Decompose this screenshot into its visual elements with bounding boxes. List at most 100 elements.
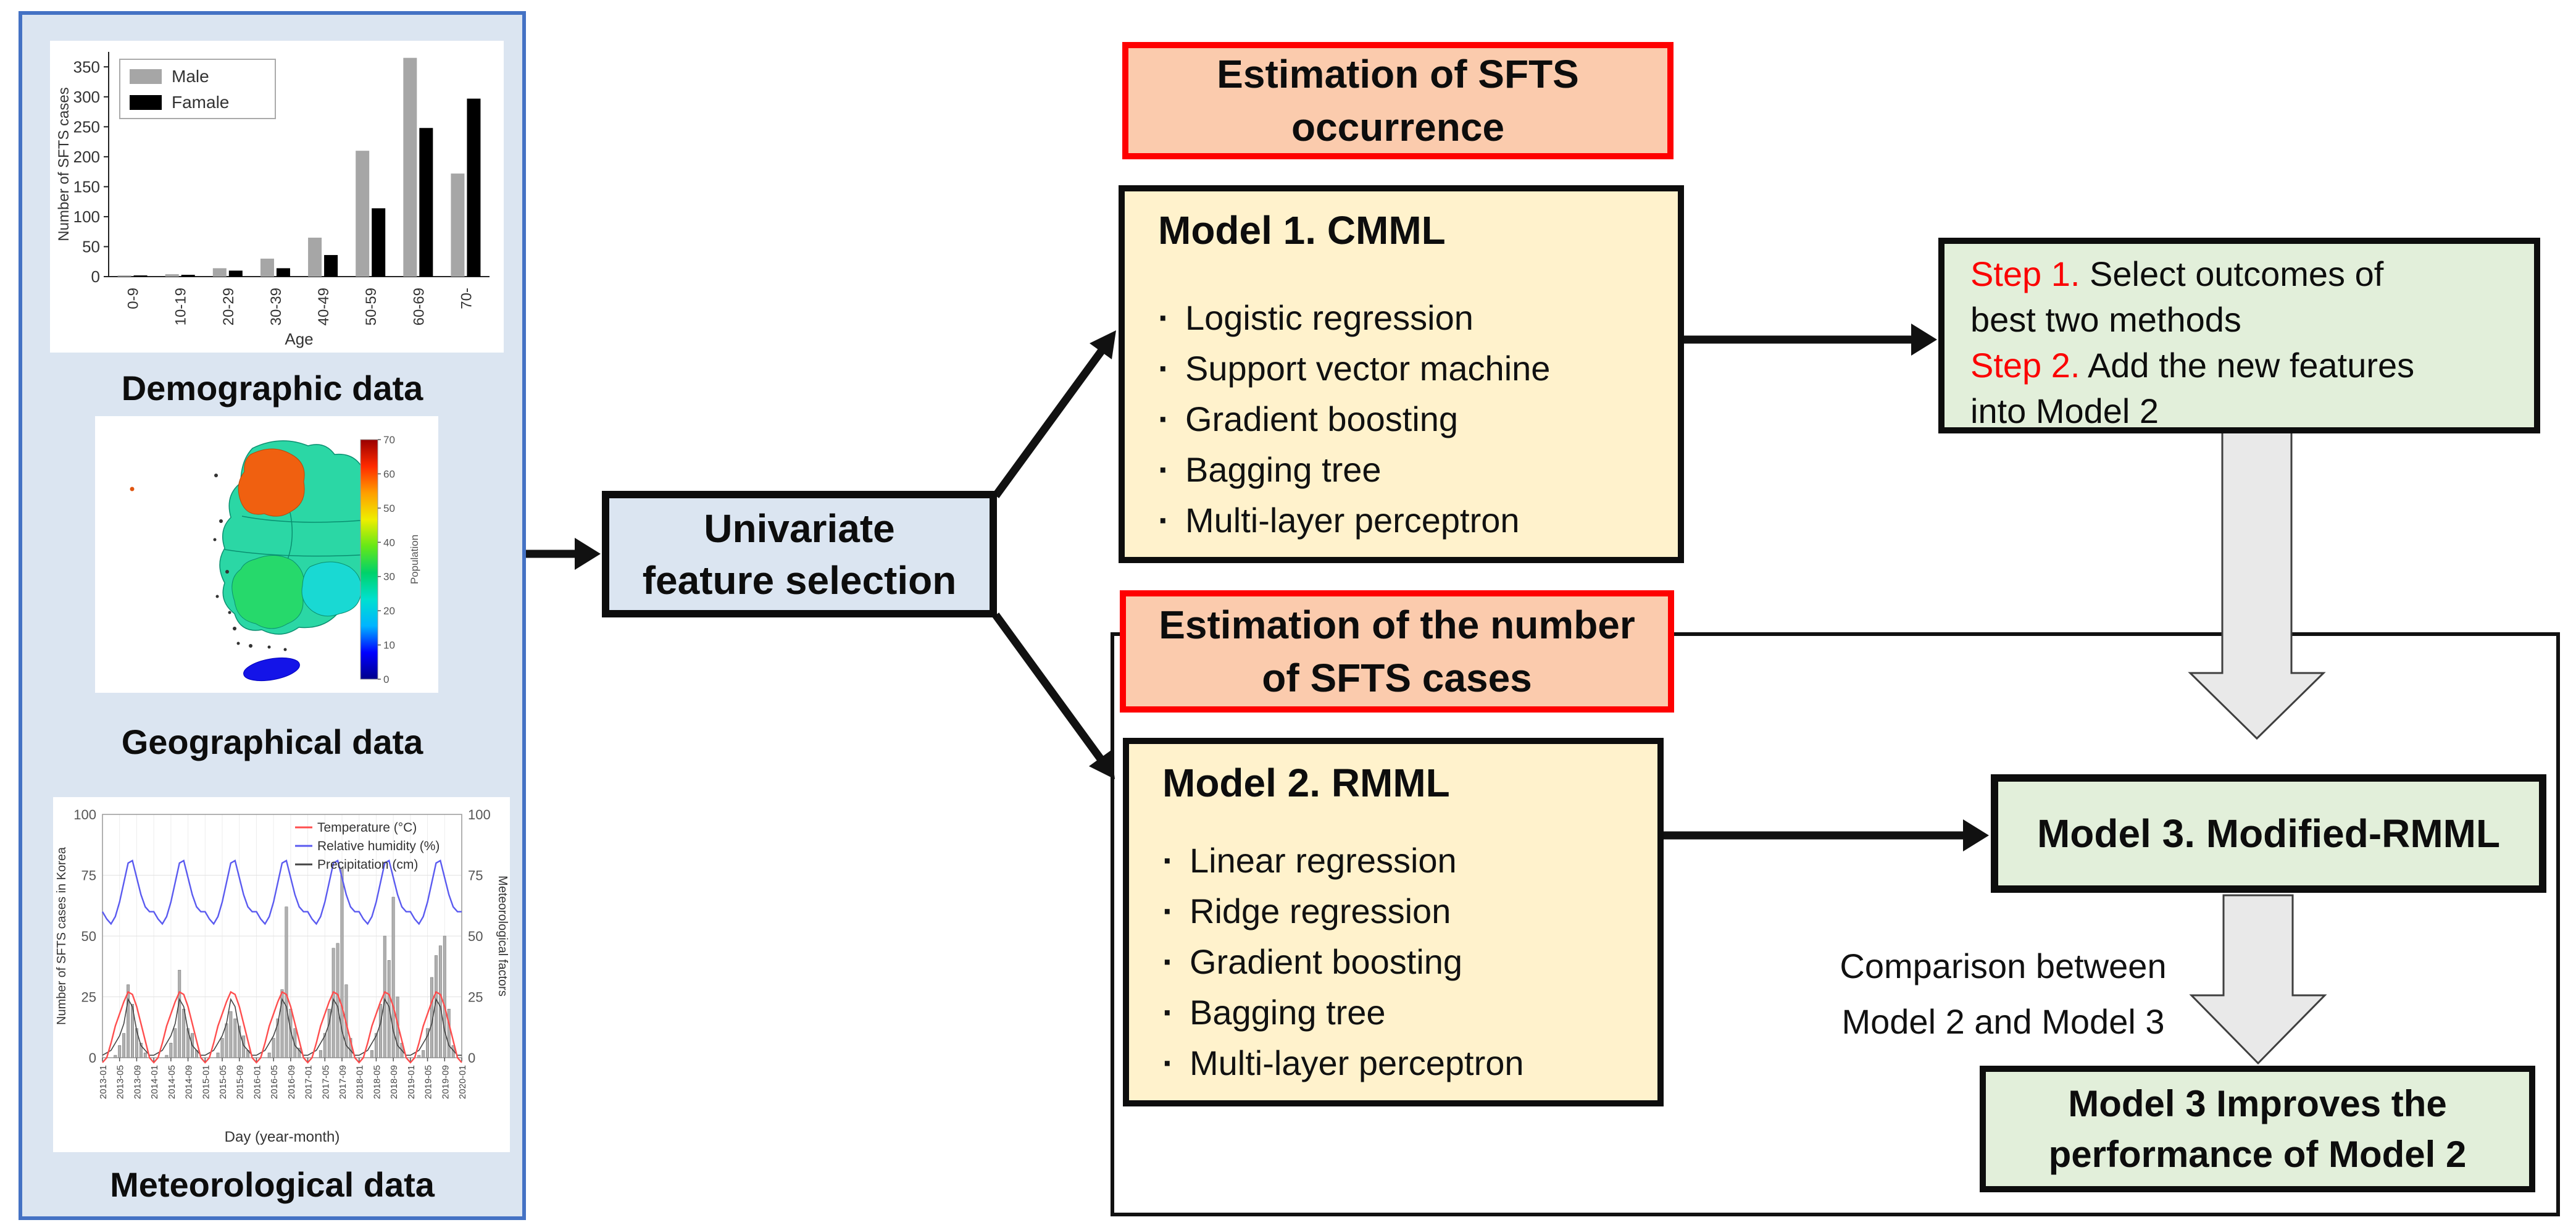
model2-item-label: Linear regression	[1190, 841, 1457, 880]
svg-text:2014-01: 2014-01	[149, 1065, 160, 1099]
svg-text:300: 300	[73, 88, 100, 106]
svg-text:350: 350	[73, 57, 100, 76]
header-cases-line2: of SFTS cases	[1262, 656, 1532, 700]
svg-text:2014-05: 2014-05	[167, 1065, 177, 1099]
svg-text:Population: Population	[409, 535, 420, 584]
svg-text:25: 25	[468, 990, 483, 1005]
svg-text:10-19: 10-19	[173, 288, 190, 325]
model2-title: Model 2. RMML	[1162, 761, 1450, 805]
model1-item: Multi-layer perceptron	[1158, 495, 1678, 546]
step-instructions-box: Step 1. Select outcomes of best two meth…	[1938, 238, 2540, 433]
step1-text2: best two methods	[1970, 300, 2241, 339]
model2-item-label: Ridge regression	[1190, 892, 1451, 930]
svg-text:250: 250	[73, 117, 100, 136]
svg-text:100: 100	[468, 807, 491, 822]
svg-text:Temperature (°C): Temperature (°C)	[317, 821, 417, 835]
model1-title: Model 1. CMML	[1158, 208, 1446, 253]
svg-text:2016-01: 2016-01	[252, 1065, 262, 1099]
svg-text:60: 60	[383, 468, 395, 480]
header-estimation-cases: Estimation of the number of SFTS cases	[1120, 590, 1674, 713]
svg-text:0: 0	[383, 674, 389, 685]
bullet-dot-icon	[1162, 1038, 1190, 1089]
svg-text:2013-09: 2013-09	[132, 1065, 143, 1099]
svg-text:150: 150	[73, 177, 100, 196]
svg-text:2015-01: 2015-01	[201, 1065, 211, 1099]
cases-branch-container	[1111, 632, 2560, 1216]
svg-text:2019-05: 2019-05	[423, 1065, 434, 1099]
geographical-label: Geographical data	[121, 722, 423, 761]
svg-text:2019-01: 2019-01	[406, 1065, 417, 1099]
univariate-line2: feature selection	[642, 558, 957, 603]
model2-item: Linear regression	[1162, 835, 1657, 886]
univariate-feature-selection-box: Univariate feature selection	[602, 491, 997, 617]
model1-item-label: Gradient boosting	[1185, 399, 1459, 438]
model3-modified-rmml-box: Model 3. Modified-RMML	[1991, 774, 2546, 893]
svg-text:60-69: 60-69	[411, 288, 427, 325]
svg-text:Number of SFTS cases: Number of SFTS cases	[56, 87, 72, 241]
svg-text:2016-09: 2016-09	[286, 1065, 297, 1099]
svg-text:Meteorological factors: Meteorological factors	[496, 876, 509, 997]
svg-text:50: 50	[82, 237, 100, 256]
svg-text:2013-01: 2013-01	[98, 1065, 109, 1099]
svg-text:0: 0	[89, 1050, 96, 1066]
improves-line2: performance of Model 2	[2048, 1133, 2467, 1175]
svg-text:2018-01: 2018-01	[355, 1065, 365, 1099]
demographic-label: Demographic data	[121, 369, 423, 408]
model2-item-label: Bagging tree	[1190, 993, 1386, 1032]
svg-text:Male: Male	[172, 67, 209, 86]
model1-item-label: Logistic regression	[1185, 298, 1473, 337]
model1-item-label: Bagging tree	[1185, 450, 1382, 489]
arrow-panel-to-univariate	[526, 538, 601, 570]
step-line: best two methods	[1970, 297, 2522, 343]
model2-item: Gradient boosting	[1162, 937, 1657, 987]
model2-item-label: Gradient boosting	[1190, 942, 1463, 981]
svg-text:200: 200	[73, 148, 100, 166]
svg-text:40: 40	[383, 537, 395, 548]
svg-text:Famale: Famale	[172, 93, 229, 112]
svg-text:0-9: 0-9	[125, 288, 142, 309]
svg-text:Precipitation (cm): Precipitation (cm)	[317, 858, 418, 872]
meteorological-label: Meteorological data	[110, 1165, 435, 1204]
svg-text:75: 75	[81, 868, 96, 884]
bullet-dot-icon	[1162, 987, 1190, 1038]
header-occurrence-line2: occurrence	[1291, 105, 1505, 149]
svg-text:2017-01: 2017-01	[304, 1065, 314, 1099]
model1-cmml-box: Model 1. CMML Logistic regression Suppor…	[1119, 185, 1684, 563]
svg-text:10: 10	[383, 640, 395, 651]
bullet-dot-icon	[1158, 445, 1185, 495]
header-occurrence-line1: Estimation of SFTS	[1217, 52, 1579, 96]
svg-text:2019-09: 2019-09	[440, 1065, 451, 1099]
step2-text2: into Model 2	[1970, 391, 2159, 430]
svg-text:50-59: 50-59	[363, 288, 380, 325]
step2-label: Step 2.	[1970, 346, 2080, 385]
svg-text:2018-05: 2018-05	[372, 1065, 382, 1099]
svg-text:2016-05: 2016-05	[269, 1065, 280, 1099]
bullet-dot-icon	[1158, 394, 1185, 445]
comparison-line2: Model 2 and Model 3	[1841, 1002, 2165, 1041]
model2-item-label: Multi-layer perceptron	[1190, 1043, 1524, 1082]
svg-text:2015-09: 2015-09	[235, 1065, 246, 1099]
svg-text:75: 75	[468, 868, 483, 884]
model1-item: Bagging tree	[1158, 445, 1678, 495]
svg-text:25: 25	[81, 990, 96, 1005]
step1-label: Step 1.	[1970, 254, 2080, 293]
arrow-univariate-to-model2	[992, 612, 1115, 779]
svg-text:Number of SFTS cases in Korea: Number of SFTS cases in Korea	[55, 847, 69, 1025]
bullet-dot-icon	[1158, 293, 1185, 343]
header-estimation-occurrence: Estimation of SFTS occurrence	[1122, 42, 1674, 159]
svg-text:2017-05: 2017-05	[320, 1065, 331, 1099]
svg-text:2013-05: 2013-05	[115, 1065, 126, 1099]
svg-text:0: 0	[468, 1050, 475, 1066]
arrow-univariate-to-model1	[992, 330, 1116, 498]
arrow-model1-to-step	[1684, 324, 1937, 356]
svg-text:30: 30	[383, 571, 395, 583]
bullet-dot-icon	[1158, 495, 1185, 546]
svg-text:40-49: 40-49	[315, 288, 332, 325]
svg-text:2020-01: 2020-01	[457, 1065, 468, 1099]
model2-item: Ridge regression	[1162, 886, 1657, 937]
model3-title: Model 3. Modified-RMML	[2036, 811, 2501, 856]
